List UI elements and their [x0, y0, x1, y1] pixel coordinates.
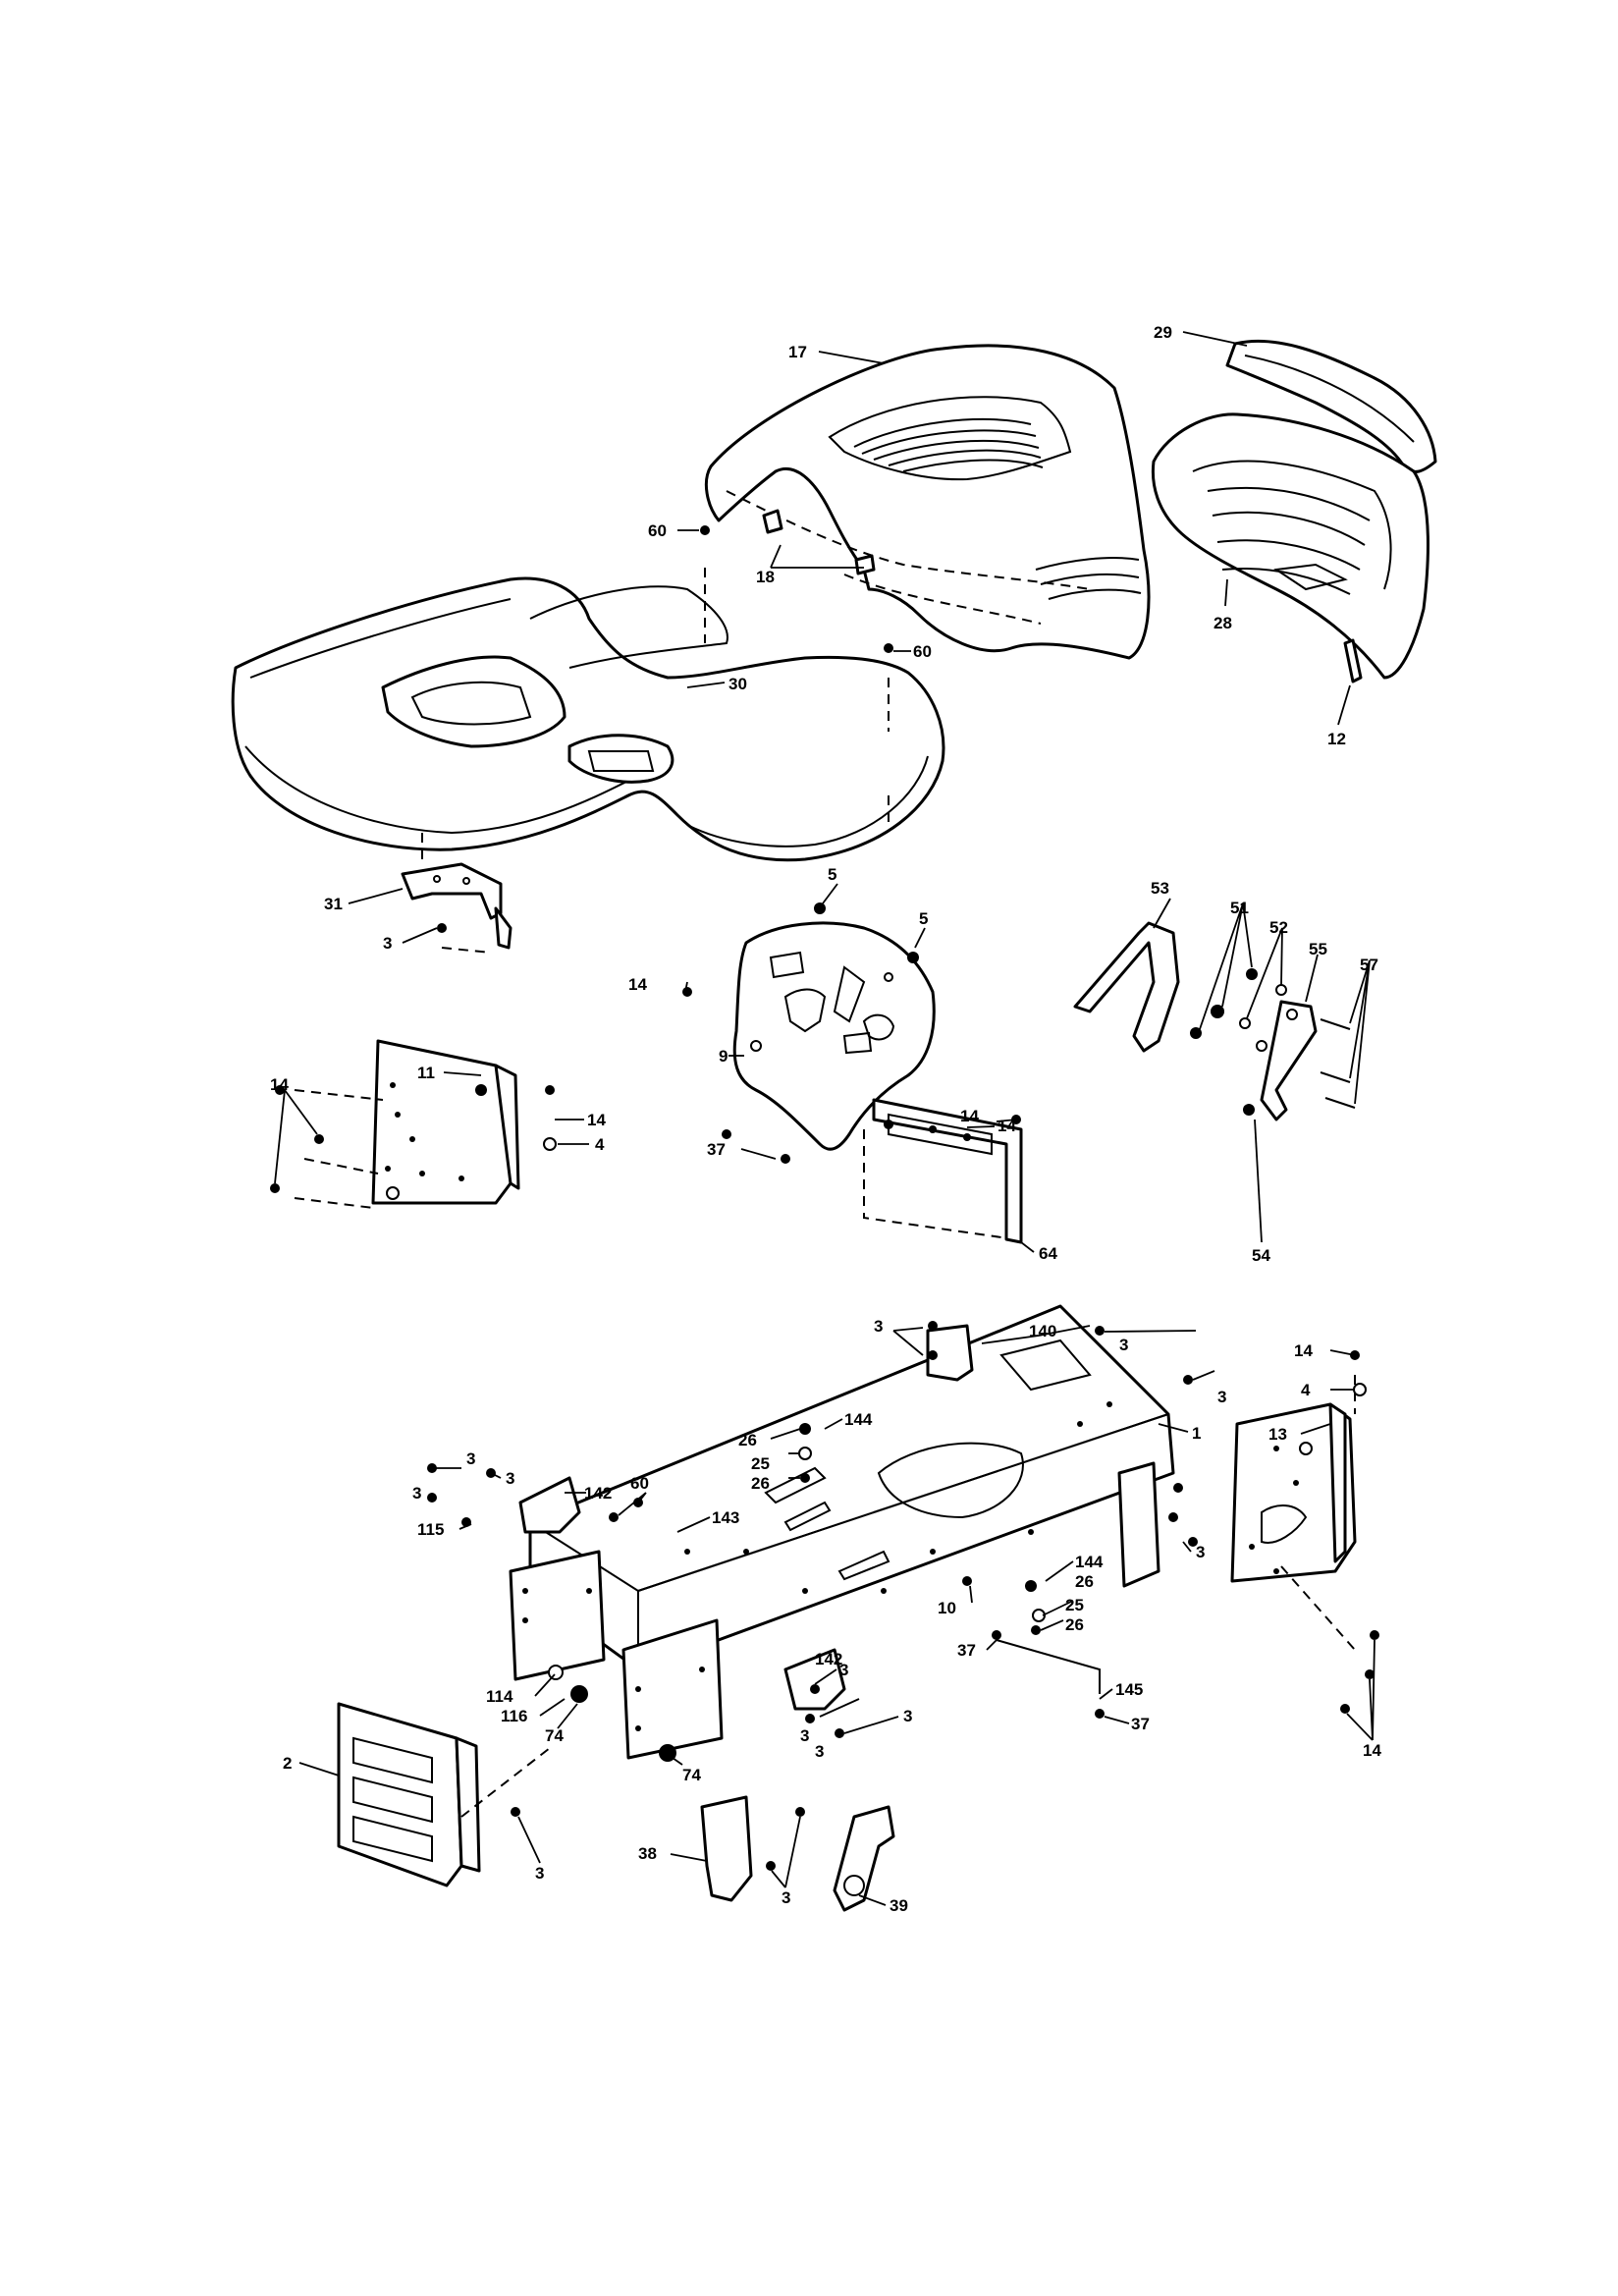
- callout-17: 17: [788, 343, 807, 361]
- callout-55: 55: [1309, 940, 1327, 958]
- hood-clip: [1343, 638, 1363, 683]
- callout-3: 3: [874, 1317, 883, 1336]
- frame-bracket: [926, 1324, 974, 1382]
- callout-144: 144: [844, 1410, 873, 1429]
- callout-14: 14: [1294, 1341, 1313, 1360]
- callout-52: 52: [1269, 918, 1288, 937]
- callout-25: 25: [751, 1454, 770, 1473]
- fender-pan: [231, 576, 945, 862]
- callout-145: 145: [1115, 1680, 1143, 1699]
- callout-14: 14: [628, 975, 647, 994]
- callout-30: 30: [728, 675, 747, 693]
- callout-74: 74: [545, 1726, 564, 1745]
- callout-3: 3: [506, 1469, 514, 1488]
- callout-1: 1: [1192, 1424, 1201, 1443]
- callout-18: 18: [756, 568, 775, 586]
- callout-10: 10: [938, 1599, 956, 1617]
- callout-51: 51: [1230, 899, 1249, 917]
- callout-9: 9: [719, 1047, 728, 1066]
- callout-3: 3: [782, 1888, 790, 1907]
- callout-3: 3: [535, 1864, 544, 1883]
- callout-60: 60: [913, 642, 932, 661]
- callout-3: 3: [839, 1661, 848, 1679]
- callout-26: 26: [1065, 1615, 1084, 1634]
- callout-53: 53: [1151, 879, 1169, 898]
- grille-top: [1225, 339, 1437, 473]
- callout-144: 144: [1075, 1553, 1104, 1571]
- callout-31: 31: [324, 895, 343, 913]
- fender-bracket: [401, 862, 512, 950]
- grille-panel: [1151, 412, 1429, 680]
- callout-14: 14: [270, 1075, 289, 1094]
- callout-12: 12: [1327, 730, 1346, 748]
- callout-29: 29: [1154, 323, 1172, 342]
- callout-3: 3: [903, 1707, 912, 1725]
- callout-142: 142: [584, 1484, 612, 1503]
- callout-11: 11: [417, 1064, 435, 1082]
- lever-assembly: [1073, 921, 1356, 1121]
- front-plates: [509, 1476, 846, 1762]
- callout-4: 4: [595, 1135, 605, 1154]
- callout-28: 28: [1214, 614, 1232, 632]
- callout-115: 115: [417, 1520, 444, 1539]
- callout-26: 26: [1075, 1572, 1094, 1591]
- callout-14: 14: [1363, 1741, 1381, 1760]
- callout-142: 142: [815, 1650, 842, 1668]
- callout-26: 26: [751, 1474, 770, 1493]
- lower-brackets: [700, 1795, 895, 1912]
- callout-25: 25: [1065, 1596, 1084, 1614]
- callout-2: 2: [283, 1754, 292, 1773]
- callout-64: 64: [1039, 1244, 1057, 1263]
- callout-4: 4: [1301, 1381, 1311, 1399]
- left-side-panel: [294, 1039, 520, 1209]
- callout-3: 3: [466, 1449, 475, 1468]
- callout-3: 3: [1119, 1336, 1128, 1354]
- callout-5: 5: [828, 865, 836, 884]
- callout-57: 57: [1360, 956, 1378, 974]
- callout-54: 54: [1252, 1246, 1270, 1265]
- install-line: [441, 947, 492, 954]
- leader-lines: [274, 331, 1375, 1906]
- hood: [704, 344, 1151, 660]
- callout-116: 116: [501, 1707, 527, 1725]
- callout-3: 3: [412, 1484, 421, 1503]
- callout-3: 3: [800, 1726, 809, 1745]
- callout-14: 14: [587, 1111, 606, 1129]
- callout-60: 60: [648, 521, 667, 540]
- callout-3: 3: [815, 1742, 824, 1761]
- callout-74: 74: [682, 1766, 701, 1784]
- fasteners: [270, 525, 1379, 1871]
- callout-37: 37: [1131, 1715, 1150, 1733]
- callout-labels: 17 29 60 18 60 30 28 12 31 3 5 5 14 9 53…: [270, 323, 1381, 1915]
- callout-5: 5: [919, 909, 928, 928]
- callout-140: 140: [1029, 1322, 1056, 1340]
- callout-37: 37: [707, 1140, 726, 1159]
- callout-13: 13: [1268, 1425, 1287, 1444]
- callout-114: 114: [486, 1687, 513, 1706]
- callout-143: 143: [712, 1508, 739, 1527]
- callout-14: 14: [960, 1107, 979, 1125]
- right-side-panel: [1230, 1375, 1357, 1651]
- rod: [996, 1639, 1101, 1694]
- callout-39: 39: [890, 1896, 908, 1915]
- callout-38: 38: [638, 1844, 657, 1863]
- callout-60: 60: [630, 1474, 649, 1493]
- callout-14: 14: [998, 1117, 1016, 1135]
- callout-26: 26: [738, 1431, 757, 1449]
- dash-panel: [732, 921, 936, 1151]
- callout-37: 37: [957, 1641, 976, 1660]
- callout-3: 3: [1217, 1388, 1226, 1406]
- callout-3: 3: [383, 934, 392, 953]
- callout-3: 3: [1196, 1543, 1205, 1561]
- front-bumper-plate: [337, 1702, 551, 1887]
